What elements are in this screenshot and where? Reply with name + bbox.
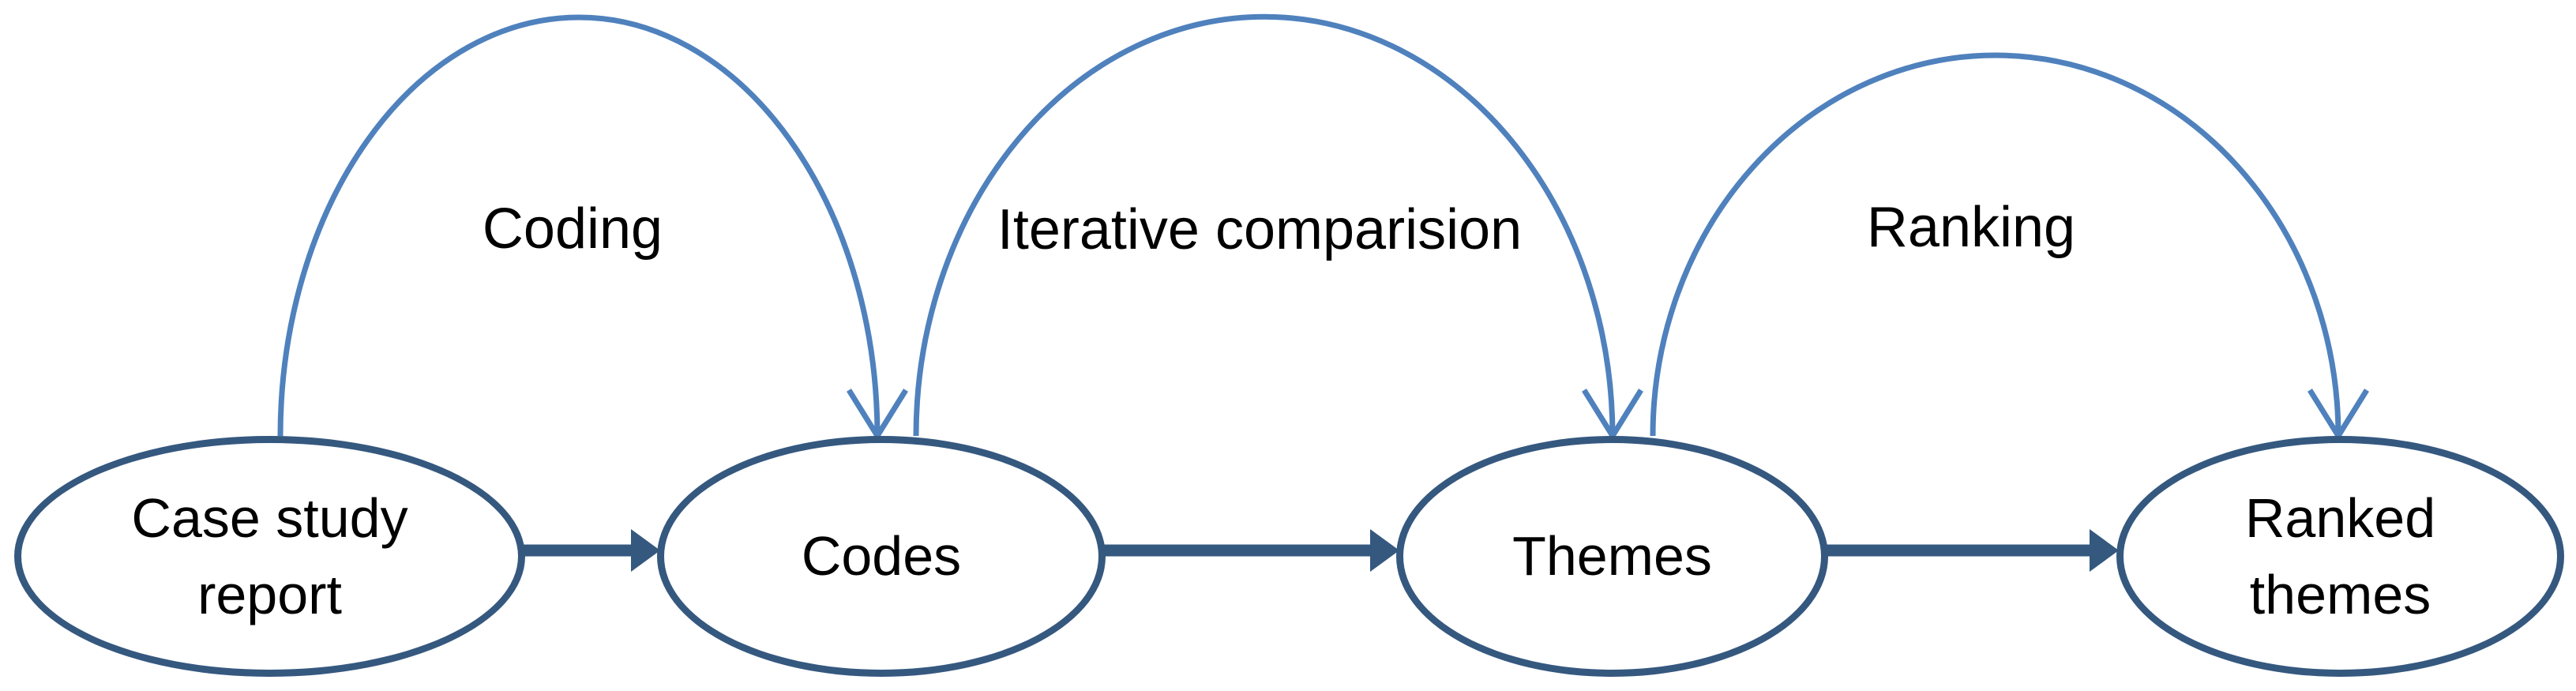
flow-arrowhead-icon [2090, 529, 2119, 572]
flow-arrow-1 [521, 529, 660, 572]
label-iterative-comparision: Iterative comparision [997, 189, 1522, 271]
node-case-study-report: Case study report [14, 436, 525, 677]
node-ranked-themes: Ranked themes [2116, 436, 2564, 677]
node-label-line: Themes [1512, 525, 1712, 587]
node-label-line: Case study [131, 486, 408, 549]
process-label-line: Iterative [997, 198, 1200, 261]
flow-arrow-3 [1825, 529, 2119, 572]
label-ranking: Ranking [1867, 186, 2075, 269]
flow-arrowhead-icon [1370, 529, 1399, 572]
node-label-line: themes [2249, 563, 2431, 625]
process-label-line: Coding [482, 197, 663, 261]
process-label-line: comparision [1215, 198, 1523, 261]
node-label-line: Ranked [2244, 486, 2436, 549]
node-codes: Codes [657, 436, 1106, 677]
process-label-line: Ranking [1866, 196, 2076, 259]
node-themes: Themes [1396, 436, 1828, 677]
label-coding: Coding [483, 188, 663, 270]
flow-arrowhead-icon [631, 529, 660, 572]
node-label-line: Codes [801, 525, 962, 587]
flow-arrow-2 [1102, 529, 1399, 572]
node-label-line: report [197, 563, 342, 625]
